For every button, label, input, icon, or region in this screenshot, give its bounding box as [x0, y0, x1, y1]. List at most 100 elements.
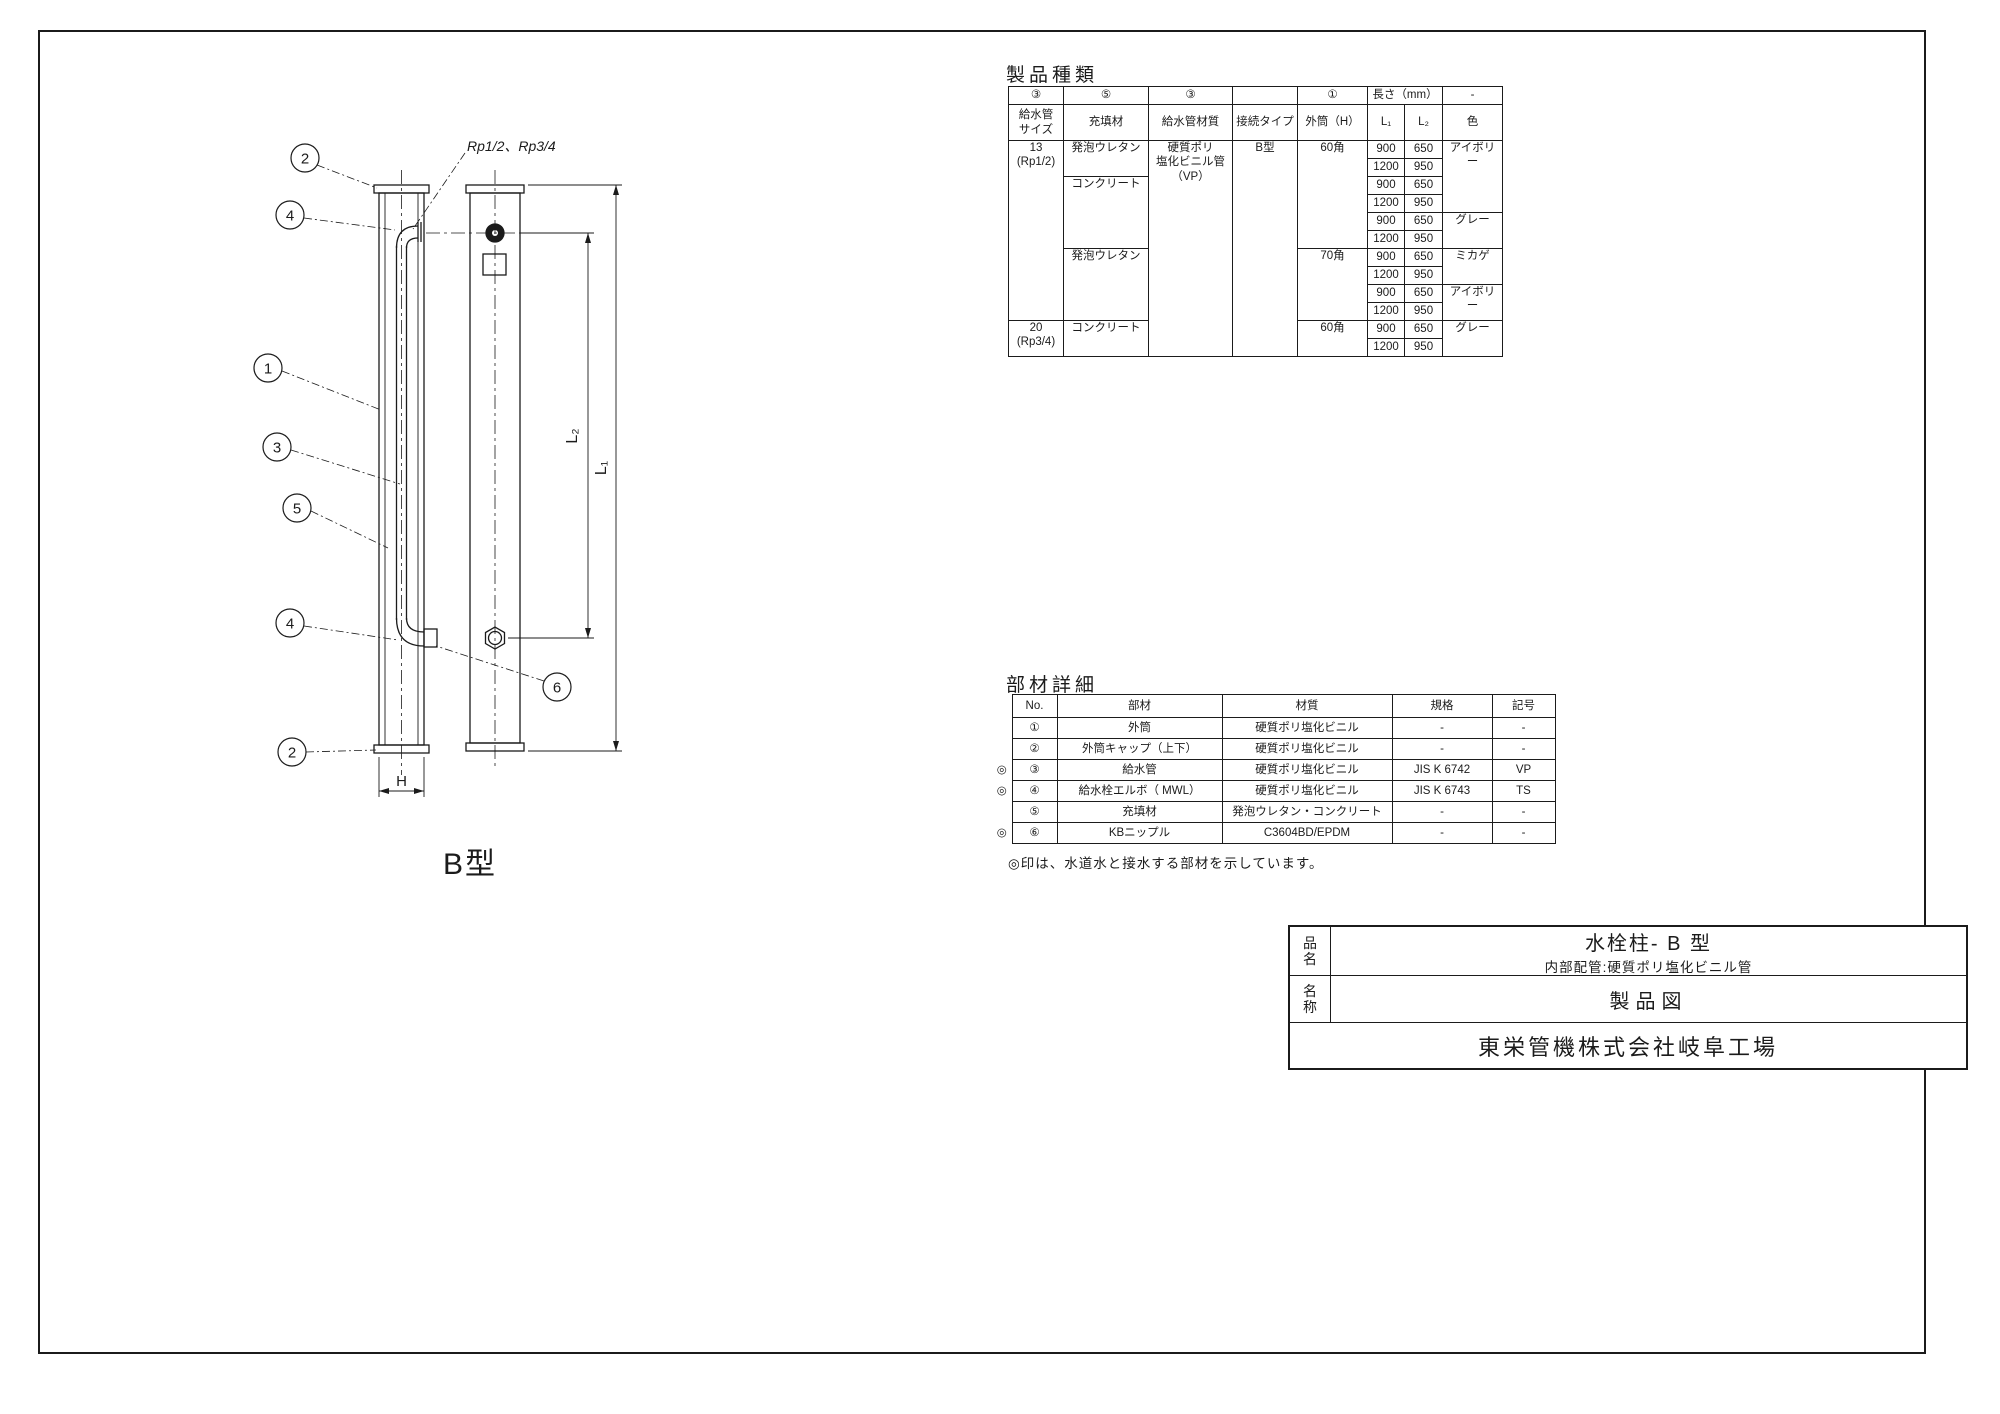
cell-l2: 950 — [1403, 338, 1444, 357]
balloon-6: 6 — [542, 672, 572, 702]
view-type-label: B型 — [443, 848, 497, 881]
balloon-5: 5 — [282, 493, 312, 523]
parts-table-title: 部材詳細 — [1006, 675, 1099, 696]
cell-mark: ◎ — [996, 763, 1007, 776]
post-section-view — [373, 184, 438, 754]
contact-water-note: ◎印は、水道水と接水する部材を示しています。 — [1008, 856, 1324, 871]
thread-size-note: Rp1/2、Rp3/4 — [467, 138, 556, 154]
cell-part: 給水栓エルボ（ MWL） — [1056, 780, 1223, 802]
table-row: 1200 950 — [1009, 230, 1503, 249]
cell-standard: - — [1391, 801, 1493, 823]
table-row: ⑤ 充填材 発泡ウレタン・コンクリート - - — [992, 801, 1556, 823]
cell-no: ② — [1011, 738, 1058, 760]
cell-outer: 60角 — [1297, 140, 1368, 249]
dim-label-l1: L₁ — [593, 461, 610, 475]
hdr-material: 材質 — [1221, 694, 1393, 718]
cell-outer: 70角 — [1297, 248, 1368, 321]
balloon-4-top: 4 — [275, 200, 305, 230]
cell-pipe-material: 硬質ポリ 塩化ビニル管 （VP） — [1148, 140, 1233, 357]
table-row: ◎ ④ 給水栓エルボ（ MWL） 硬質ポリ塩化ビニル JIS K 6743 TS — [992, 780, 1556, 802]
svg-text:4: 4 — [286, 616, 294, 633]
table-row: ◎ ③ 給水管 硬質ポリ塩化ビニル JIS K 6742 VP — [992, 759, 1556, 781]
cell-color: アイボリー — [1442, 140, 1504, 213]
cell-part: 充填材 — [1056, 801, 1223, 823]
leader-lines — [281, 152, 545, 753]
cell-symbol: - — [1491, 738, 1556, 760]
cell-filler: 発泡ウレタン — [1063, 140, 1149, 177]
header-row-1: ③ ⑤ ③ ① 長さ（mm） - — [1008, 86, 1504, 105]
cell-material: 硬質ポリ塩化ビニル — [1221, 717, 1393, 739]
table-row: 1200 950 — [1009, 338, 1503, 357]
table-row: 20 (Rp3/4) コンクリート 60角 900 650 グレー — [1008, 320, 1504, 357]
hdr-outer: 外筒（H） — [1297, 104, 1368, 141]
balloon-3: 3 — [262, 432, 292, 462]
hdr-mark — [992, 695, 1012, 718]
cell-l1: 900 — [1367, 212, 1405, 231]
svg-text:2: 2 — [301, 151, 309, 168]
cell-material: 発泡ウレタン・コンクリート — [1221, 801, 1393, 823]
header-row-2: 給水管 サイズ 充填材 給水管材質 接続タイプ 外筒（H） L₁ L₂ 色 — [1008, 104, 1504, 141]
svg-text:3: 3 — [273, 440, 281, 457]
cell-mark: ◎ — [996, 826, 1007, 839]
hdr-dash: - — [1442, 86, 1504, 105]
table-row: 1200 950 — [1009, 302, 1503, 321]
bottom-elbow — [395, 617, 425, 647]
hdr-no: No. — [1011, 694, 1058, 718]
mount-plate — [482, 253, 507, 276]
dim-label-h: H — [396, 773, 407, 790]
cell-size: 20 (Rp3/4) — [1008, 320, 1064, 357]
cell-standard: - — [1391, 717, 1493, 739]
parts-detail-table: No. 部材 材質 規格 記号 ① 外筒 硬質ポリ塩化ビニル - - ② 外筒キ… — [992, 694, 1556, 844]
cell-l2: 950 — [1403, 266, 1444, 285]
table-row: ② 外筒キャップ（上下） 硬質ポリ塩化ビニル - - — [992, 738, 1556, 760]
table-row: 1200 950 — [1009, 158, 1503, 177]
svg-text:6: 6 — [553, 680, 561, 697]
product-name: 水栓柱- B 型 — [1584, 932, 1713, 955]
center-lines — [401, 170, 520, 775]
cell-filler: コンクリート — [1063, 320, 1149, 357]
cell-l2: 650 — [1403, 248, 1444, 267]
sheet-border — [38, 30, 1926, 1354]
cell-no: ① — [1011, 717, 1058, 739]
dimension-arrows — [379, 185, 619, 794]
cell-l2: 950 — [1403, 302, 1444, 321]
cell-l2: 650 — [1403, 284, 1444, 303]
table-row: 発泡ウレタン 70角 900 650 ミカゲ — [1009, 248, 1504, 321]
table-row: 900 650 アイボリー — [1009, 284, 1504, 321]
cell-part: 外筒 — [1056, 717, 1223, 739]
hdr-color: 色 — [1442, 104, 1504, 141]
svg-text:5: 5 — [293, 501, 301, 518]
hdr-conn-type: 接続タイプ — [1232, 104, 1298, 141]
cell-l1: 900 — [1367, 248, 1405, 267]
cell-part: KBニップル — [1056, 822, 1223, 844]
balloon-4-bottom: 4 — [275, 608, 305, 638]
cell-filler: 発泡ウレタン — [1063, 248, 1149, 321]
cell-l2: 650 — [1403, 176, 1444, 195]
cell-mark — [992, 802, 1012, 823]
product-table-title: 製品種類 — [1006, 65, 1099, 86]
cell-l2: 650 — [1403, 320, 1444, 339]
kb-nipple — [423, 628, 438, 648]
svg-text:4: 4 — [286, 208, 294, 225]
cell-l1: 900 — [1367, 140, 1405, 159]
cell-l1: 1200 — [1367, 302, 1405, 321]
cell-mark — [992, 718, 1012, 739]
cell-l2: 950 — [1403, 194, 1444, 213]
cell-color: グレー — [1442, 212, 1504, 249]
drawing-title: 製品図 — [1609, 990, 1688, 1013]
svg-text:1: 1 — [264, 361, 272, 378]
balloon-2-bottom: 2 — [277, 737, 307, 767]
cell-standard: JIS K 6742 — [1391, 759, 1493, 781]
hdr-l2: L₂ — [1403, 104, 1444, 141]
cell-l1: 1200 — [1367, 158, 1405, 177]
cell-symbol: - — [1491, 717, 1556, 739]
hdr-circ-3b: ③ — [1148, 86, 1233, 105]
cell-standard: JIS K 6743 — [1391, 780, 1493, 802]
hdr-l1: L₁ — [1367, 104, 1405, 141]
cell-mark — [992, 739, 1012, 760]
cell-material: C3604BD/EPDM — [1221, 822, 1393, 844]
hdr-standard: 規格 — [1391, 694, 1493, 718]
cell-conn-type: B型 — [1232, 140, 1298, 357]
